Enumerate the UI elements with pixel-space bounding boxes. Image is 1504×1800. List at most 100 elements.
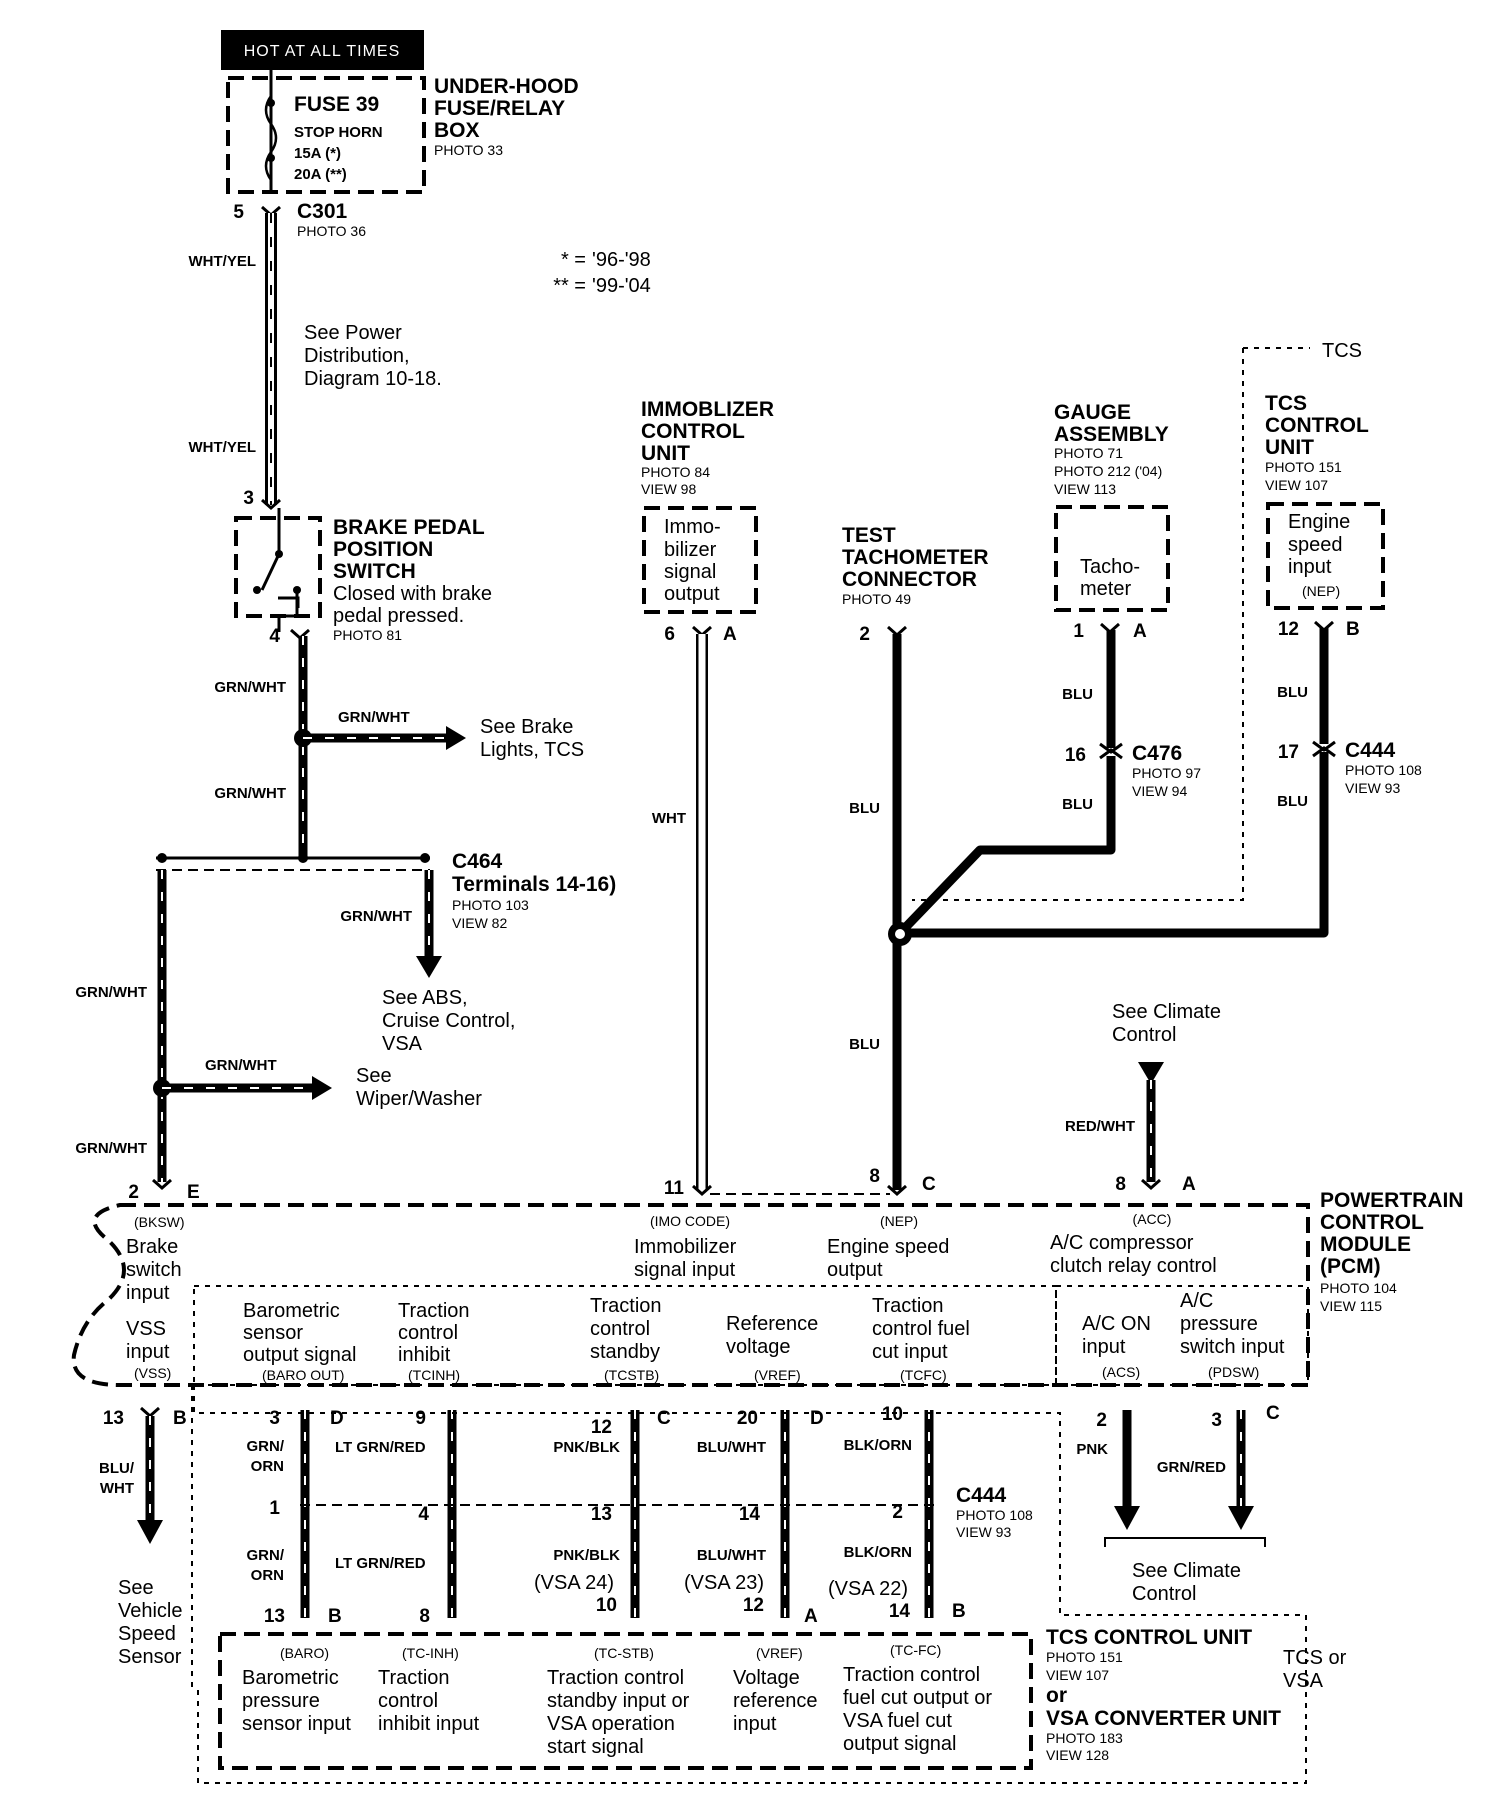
pcm-pin: 11 [664, 1178, 685, 1199]
see-brake-1: See Brake [480, 716, 573, 738]
pcm-tcinh-label-3: inhibit [398, 1344, 451, 1366]
c301-photo: PHOTO 36 [297, 223, 366, 239]
pcm-pin-letter: C [657, 1408, 671, 1429]
pcm-acc-code: (ACC) [1133, 1211, 1172, 1227]
gauge-pin: 1 [1073, 621, 1084, 642]
fuse-terminal-dot [267, 154, 275, 162]
see-climate-top-2: Control [1112, 1024, 1176, 1046]
pcm-vss-code: (VSS) [134, 1365, 171, 1381]
fuse-39-icon [264, 95, 278, 181]
wire-label: GRN/WHT [205, 1057, 277, 1074]
pcm-nep-label-1: Engine speed [827, 1236, 949, 1258]
wire-label: WHT [652, 810, 686, 827]
arrow-down-icon [1138, 1062, 1164, 1084]
pcm-acs-label-2: input [1082, 1336, 1126, 1358]
blu-wire-tcs-lower [910, 752, 1329, 938]
tcs-vsa-region-label-2: VSA [1283, 1670, 1324, 1692]
tcs-unit-tcstb-1: Traction control [547, 1667, 684, 1689]
brake-switch-contact [260, 553, 281, 591]
tcs-box-2: speed [1288, 534, 1343, 556]
tcs-unit-vref-3: input [733, 1713, 777, 1735]
c464-terminal-dot [298, 853, 308, 863]
wire-label: PNK [1076, 1441, 1108, 1458]
wire-label: BLU [1277, 684, 1308, 701]
fuse-circuit: STOP HORN [294, 124, 383, 141]
pcm-pin: 3 [1211, 1410, 1222, 1431]
brake-switch-desc-1: Closed with brake [333, 583, 492, 605]
pcm-bksw-label-3: input [126, 1282, 170, 1304]
c444-mid-name: C444 [956, 1484, 1007, 1507]
tcs-unit-tcfc-code: (TC-FC) [890, 1642, 941, 1658]
test-tach-title-2: TACHOMETER [842, 546, 989, 569]
gauge-box [1054, 505, 1170, 612]
arrow-down-icon [1114, 1506, 1140, 1530]
pcm-view: VIEW 115 [1320, 1298, 1382, 1314]
climate-bracket [1104, 1537, 1266, 1547]
wire-label: BLK/ORN [844, 1437, 912, 1454]
tcs-box-4: (NEP) [1302, 583, 1340, 599]
pcm-vref-code: (VREF) [754, 1367, 801, 1383]
wire-label: GRN/WHT [338, 709, 410, 726]
tcs-unit-tcfc-3: VSA fuel cut [843, 1710, 952, 1732]
see-vss-4: Sensor [118, 1646, 182, 1668]
pcm-pin: 3 [269, 1408, 280, 1429]
splice-dot-center [895, 929, 905, 939]
pcm-pin-letter: E [187, 1182, 200, 1203]
pcm-baro-code: (BARO OUT) [262, 1367, 344, 1383]
wire-label: RED/WHT [1065, 1118, 1135, 1135]
tcs-title-2: CONTROL [1265, 414, 1369, 437]
see-wiper-2: Wiper/Washer [356, 1088, 482, 1110]
pcm-pdsw-label-2: pressure [1180, 1313, 1258, 1335]
tcs-unit-or: or [1046, 1684, 1067, 1707]
c476-view: VIEW 94 [1132, 783, 1187, 799]
tcs-unit-tcfc-1: Traction control [843, 1664, 980, 1686]
see-climate-top-1: See Climate [1112, 1001, 1221, 1023]
fuse-box-outline [226, 76, 426, 194]
pin-connector-icon [692, 1184, 712, 1197]
pcm-imo-code: (IMO CODE) [650, 1213, 730, 1229]
brake-switch-pushrod-icon [278, 596, 300, 608]
pcm-tcstb-label-2: control [590, 1318, 650, 1340]
see-power-3: Diagram 10-18. [304, 368, 442, 390]
c444-top-name: C444 [1345, 739, 1396, 762]
fuse-box-title-1: UNDER-HOOD [434, 75, 579, 98]
wire-label: BLU [1277, 793, 1308, 810]
arrow-down-icon [137, 1520, 163, 1544]
test-tach-title-1: TEST [842, 524, 896, 547]
brake-switch-lead-lower [277, 590, 299, 632]
tcs-vsa-region-outline [193, 1385, 1307, 1784]
see-climate-bottom-2: Control [1132, 1583, 1196, 1605]
pcm-acc-label-1: A/C compressor [1050, 1232, 1194, 1254]
c444-mid-photo: PHOTO 108 [956, 1507, 1033, 1523]
pcm-pin-letter: D [810, 1408, 824, 1429]
immo-title-1: IMMOBLIZER [641, 398, 774, 421]
pcm-pin: 2 [128, 1182, 139, 1203]
brake-switch-title-2: POSITION [333, 538, 433, 561]
immo-box-4: output [664, 583, 720, 605]
immo-box [642, 506, 758, 614]
immo-photo: PHOTO 84 [641, 464, 710, 480]
pcm-bksw-label-2: switch [126, 1259, 182, 1281]
wire-label: BLU [1062, 686, 1093, 703]
pin-connector-icon [887, 625, 907, 638]
pcm-tcinh-label-1: Traction [398, 1300, 470, 1322]
tcs-unit-tcinh-code: (TC-INH) [402, 1645, 459, 1661]
arrow-down-icon [416, 956, 442, 978]
c444-mid-pin: 1 [269, 1498, 280, 1519]
gauge-box-2: meter [1080, 578, 1131, 600]
wire-label: BLU [1062, 796, 1093, 813]
lower-pin: 13 [264, 1606, 285, 1627]
vsa-24-label: (VSA 24) [534, 1572, 614, 1594]
wire-label: GRN/WHT [340, 908, 412, 925]
wire-label: BLK/ORN [844, 1544, 912, 1561]
tcs-region-outline [912, 348, 1244, 901]
tcs-unit-photo: PHOTO 151 [1046, 1649, 1123, 1665]
see-abs-2: Cruise Control, [382, 1010, 515, 1032]
c476-connector-icon [1099, 742, 1123, 760]
wire-label: GRN/ [247, 1547, 285, 1564]
pcm-baro-label-1: Barometric [243, 1300, 340, 1322]
pcm-pin: 20 [737, 1408, 758, 1429]
immo-title-2: CONTROL [641, 420, 745, 443]
tcs-vsa-region-label-1: TCS or [1283, 1647, 1347, 1669]
pcm-photo: PHOTO 104 [1320, 1280, 1397, 1296]
